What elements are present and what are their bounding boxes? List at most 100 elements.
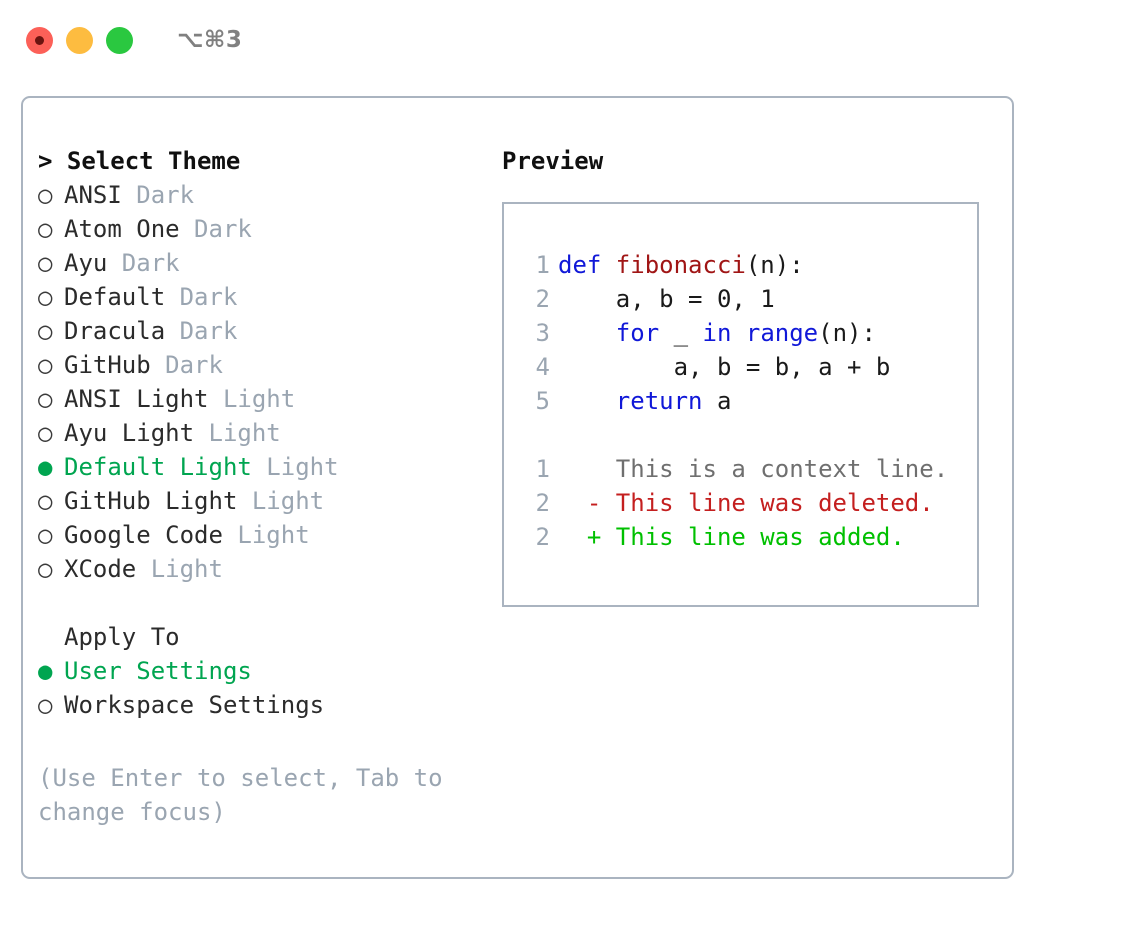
code-token: fibonacci — [615, 251, 746, 279]
radio-unselected-icon[interactable]: ○ — [38, 215, 67, 243]
code-token: a, b = b, a + b — [558, 353, 891, 381]
diff-line-ctx: 1 This is a context line. — [520, 452, 977, 486]
code-token — [558, 319, 616, 347]
theme-name: Default Light — [64, 453, 267, 481]
theme-name: Ayu Light — [64, 419, 209, 447]
apply-to-label: Workspace Settings — [64, 691, 325, 719]
radio-unselected-icon[interactable]: ○ — [38, 283, 67, 311]
code-token: a, b = 0, 1 — [558, 285, 775, 313]
diff-marker — [558, 455, 601, 483]
line-number: 2 — [535, 285, 550, 313]
theme-name: XCode — [64, 555, 151, 583]
line-number: 2 — [535, 523, 550, 551]
diff-line-add: 2 + This line was added. — [520, 520, 977, 554]
radio-unselected-icon[interactable]: ○ — [38, 249, 67, 277]
radio-unselected-icon[interactable]: ○ — [38, 691, 67, 719]
radio-unselected-icon[interactable]: ○ — [38, 521, 67, 549]
radio-unselected-icon[interactable]: ○ — [38, 385, 67, 413]
code-line: 1 def fibonacci(n): — [520, 248, 977, 282]
code-token: return — [615, 387, 703, 415]
theme-variant-badge: Light — [150, 555, 223, 583]
select-theme-header: > Select Theme — [38, 147, 241, 175]
code-token: _ — [659, 319, 703, 347]
code-line: 3 for _ in range(n): — [520, 316, 977, 350]
code-diff-separator — [520, 418, 977, 452]
radio-unselected-icon[interactable]: ○ — [38, 181, 67, 209]
diff-line-del: 2 - This line was deleted. — [520, 486, 977, 520]
minimize-button[interactable] — [66, 26, 93, 54]
radio-unselected-icon[interactable]: ○ — [38, 555, 67, 583]
radio-selected-icon[interactable]: ● — [38, 453, 67, 481]
main-panel: > Select Theme ○ ANSI Dark○ Atom One Dar… — [21, 96, 1014, 879]
theme-name: Ayu — [64, 249, 122, 277]
theme-list[interactable]: ○ ANSI Dark○ Atom One Dark○ Ayu Dark○ De… — [38, 178, 498, 586]
line-number: 1 — [535, 455, 550, 483]
diff-sample: 1 This is a context line.2 - This line w… — [520, 452, 977, 554]
theme-variant-badge: Dark — [136, 181, 195, 209]
theme-name: Dracula — [64, 317, 180, 345]
preview-title: Preview — [502, 147, 604, 175]
theme-option-default[interactable]: ○ Default Dark — [38, 280, 498, 314]
list-spacer — [38, 586, 498, 620]
apply-to-option-workspace-settings[interactable]: ○ Workspace Settings — [38, 688, 498, 722]
diff-marker: - — [558, 489, 602, 517]
theme-option-default-light[interactable]: ● Default Light Light — [38, 450, 498, 484]
theme-option-ansi[interactable]: ○ ANSI Dark — [38, 178, 498, 212]
theme-name: ANSI — [64, 181, 137, 209]
theme-option-atom-one[interactable]: ○ Atom One Dark — [38, 212, 498, 246]
radio-selected-icon[interactable]: ● — [38, 657, 67, 685]
code-token: for — [615, 319, 660, 347]
code-token — [558, 387, 616, 415]
theme-option-github[interactable]: ○ GitHub Dark — [38, 348, 498, 382]
theme-variant-badge: Light — [222, 385, 296, 413]
line-number: 5 — [535, 387, 550, 415]
radio-unselected-icon[interactable]: ○ — [38, 487, 67, 515]
theme-name: ANSI Light — [64, 385, 223, 413]
theme-name: Atom One — [64, 215, 195, 243]
theme-name: GitHub — [64, 351, 166, 379]
maximize-button[interactable] — [106, 26, 133, 54]
apply-to-label: User Settings — [64, 657, 252, 685]
theme-option-xcode[interactable]: ○ XCode Light — [38, 552, 498, 586]
radio-unselected-icon[interactable]: ○ — [38, 351, 67, 379]
theme-option-dracula[interactable]: ○ Dracula Dark — [38, 314, 498, 348]
theme-option-ayu[interactable]: ○ Ayu Dark — [38, 246, 498, 280]
theme-variant-badge: Light — [251, 487, 325, 515]
keyboard-shortcut-label: ⌥⌘3 — [177, 27, 243, 53]
theme-option-github-light[interactable]: ○ GitHub Light Light — [38, 484, 498, 518]
theme-name: Default — [64, 283, 180, 311]
theme-variant-badge: Dark — [179, 317, 238, 345]
code-token: range — [745, 319, 819, 347]
radio-unselected-icon[interactable]: ○ — [38, 317, 67, 345]
title-bar: ⌥⌘3 — [0, 0, 1140, 80]
apply-to-list[interactable]: ● User Settings○ Workspace Settings — [38, 654, 498, 722]
apply-to-option-user-settings[interactable]: ● User Settings — [38, 654, 498, 688]
line-number: 1 — [535, 251, 550, 279]
code-line: 4 a, b = b, a + b — [520, 350, 977, 384]
theme-name: Google Code — [64, 521, 238, 549]
diff-text: This line was deleted. — [601, 489, 934, 517]
line-number: 2 — [535, 489, 550, 517]
theme-option-google-code[interactable]: ○ Google Code Light — [38, 518, 498, 552]
diff-text: This line was added. — [601, 523, 905, 551]
code-token: def — [558, 251, 616, 279]
code-token: (n): — [818, 319, 876, 347]
code-token: a — [702, 387, 732, 415]
code-token: (n): — [745, 251, 804, 279]
close-button[interactable] — [26, 26, 53, 54]
radio-unselected-icon[interactable]: ○ — [38, 419, 67, 447]
code-line: 2 a, b = 0, 1 — [520, 282, 977, 316]
theme-selector-column: > Select Theme ○ ANSI Dark○ Atom One Dar… — [38, 144, 498, 722]
theme-name: GitHub Light — [64, 487, 252, 515]
theme-variant-badge: Dark — [179, 283, 238, 311]
keyboard-hint-text: (Use Enter to select, Tab to change focu… — [38, 764, 443, 826]
theme-option-ayu-light[interactable]: ○ Ayu Light Light — [38, 416, 498, 450]
line-number: 4 — [535, 353, 550, 381]
theme-variant-badge: Light — [266, 453, 339, 481]
theme-variant-badge: Light — [208, 419, 281, 447]
theme-option-ansi-light[interactable]: ○ ANSI Light Light — [38, 382, 498, 416]
